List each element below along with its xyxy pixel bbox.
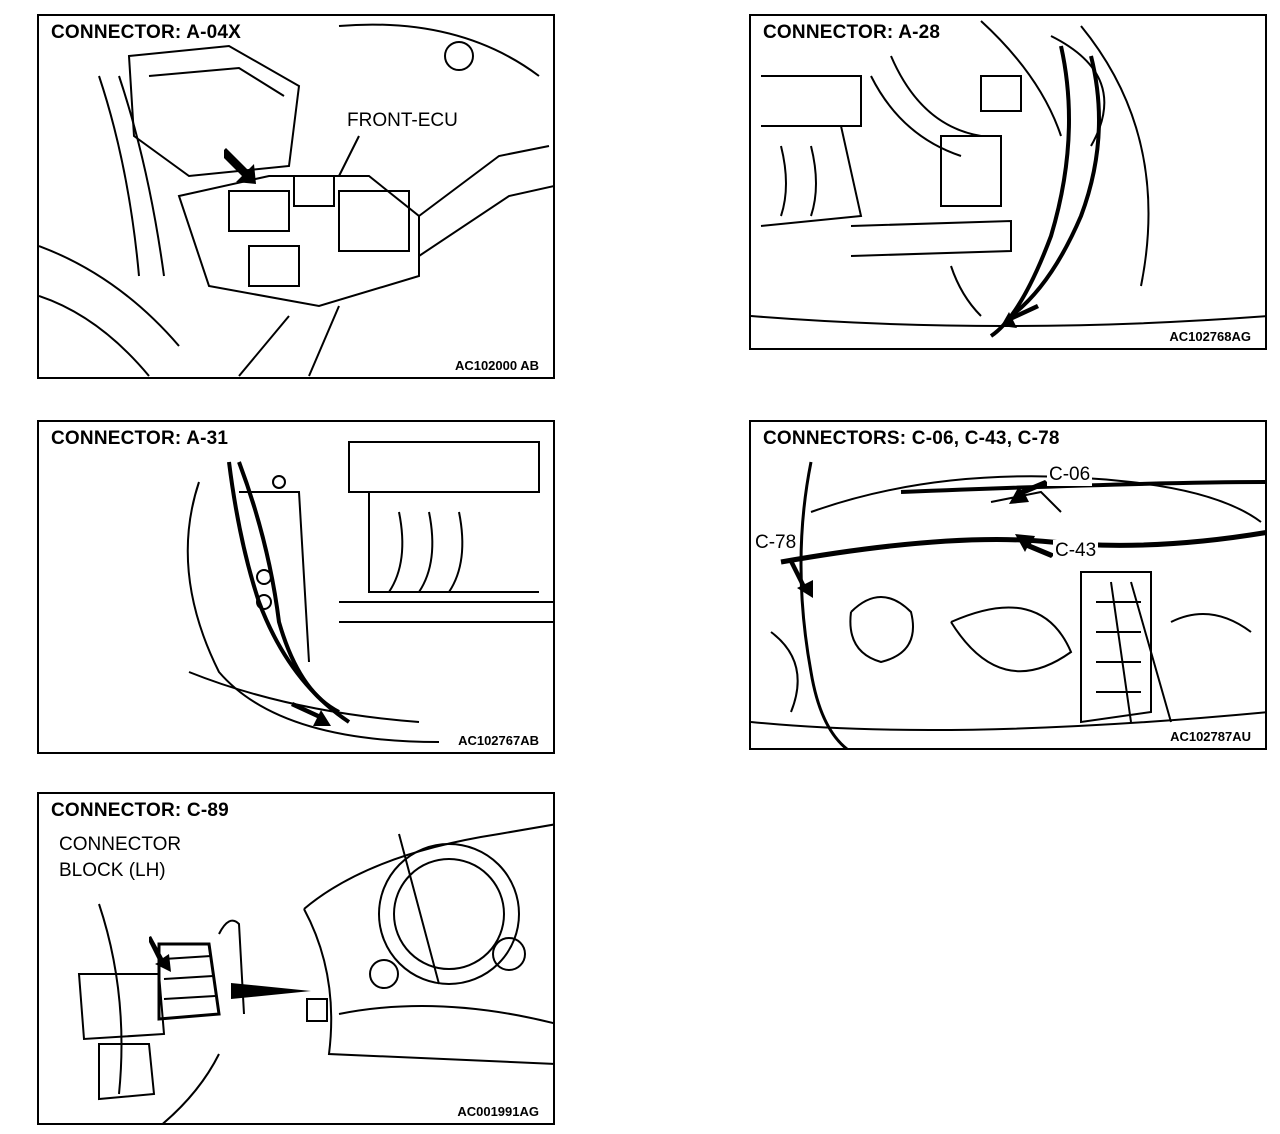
- panel-c89: CONNECTOR: C-89 CONNECTOR BLOCK (LH) AC0…: [37, 792, 555, 1125]
- panel-title: CONNECTOR: A-04X: [49, 22, 244, 44]
- arrow-icon: [1009, 480, 1049, 504]
- arrow-icon: [789, 560, 813, 598]
- panel-title: CONNECTOR: A-28: [761, 22, 943, 44]
- panel-c06-c43-c78: CONNECTORS: C-06, C-43, C-78 C-06 C-43 C…: [749, 420, 1267, 750]
- figure-code: AC102768AG: [1167, 329, 1253, 344]
- panel-a04x: CONNECTOR: A-04X FRONT-ECU AC102000 AB: [37, 14, 555, 379]
- c06-callout: C-06: [1047, 464, 1093, 486]
- arrow-icon: [231, 983, 311, 999]
- panel-title: CONNECTOR: C-89: [49, 800, 231, 822]
- engine-bay-illustration: [751, 20, 1265, 338]
- arrow-icon: [1001, 304, 1039, 328]
- arrow-icon: [224, 148, 256, 184]
- figure-code: AC102787AU: [1168, 729, 1253, 744]
- connector-block-label-line1: CONNECTOR: [59, 834, 182, 855]
- figure-code: AC102767AB: [456, 733, 541, 748]
- c78-callout: C-78: [753, 532, 799, 554]
- panel-a31: CONNECTOR: A-31 AC102767AB: [37, 420, 555, 754]
- dashboard-harness-illustration: [751, 461, 1265, 748]
- arrow-icon: [1015, 534, 1055, 558]
- arrow-icon: [149, 936, 171, 972]
- figure-code: AC102000 AB: [452, 358, 541, 373]
- connector-block-label-line2: BLOCK (LH): [59, 860, 166, 881]
- panel-title: CONNECTORS: C-06, C-43, C-78: [761, 428, 1062, 450]
- panel-title: CONNECTOR: A-31: [49, 428, 231, 450]
- c43-callout: C-43: [1053, 540, 1099, 562]
- figure-code: AC001991AG: [455, 1104, 541, 1119]
- engine-bay-illustration: [39, 23, 553, 377]
- connector-block-illustration: [77, 823, 553, 1123]
- front-ecu-callout: FRONT-ECU: [345, 110, 460, 132]
- engine-bay-illustration: [186, 441, 553, 743]
- panel-a28: CONNECTOR: A-28 AC102768AG: [749, 14, 1267, 350]
- arrow-icon: [291, 702, 331, 726]
